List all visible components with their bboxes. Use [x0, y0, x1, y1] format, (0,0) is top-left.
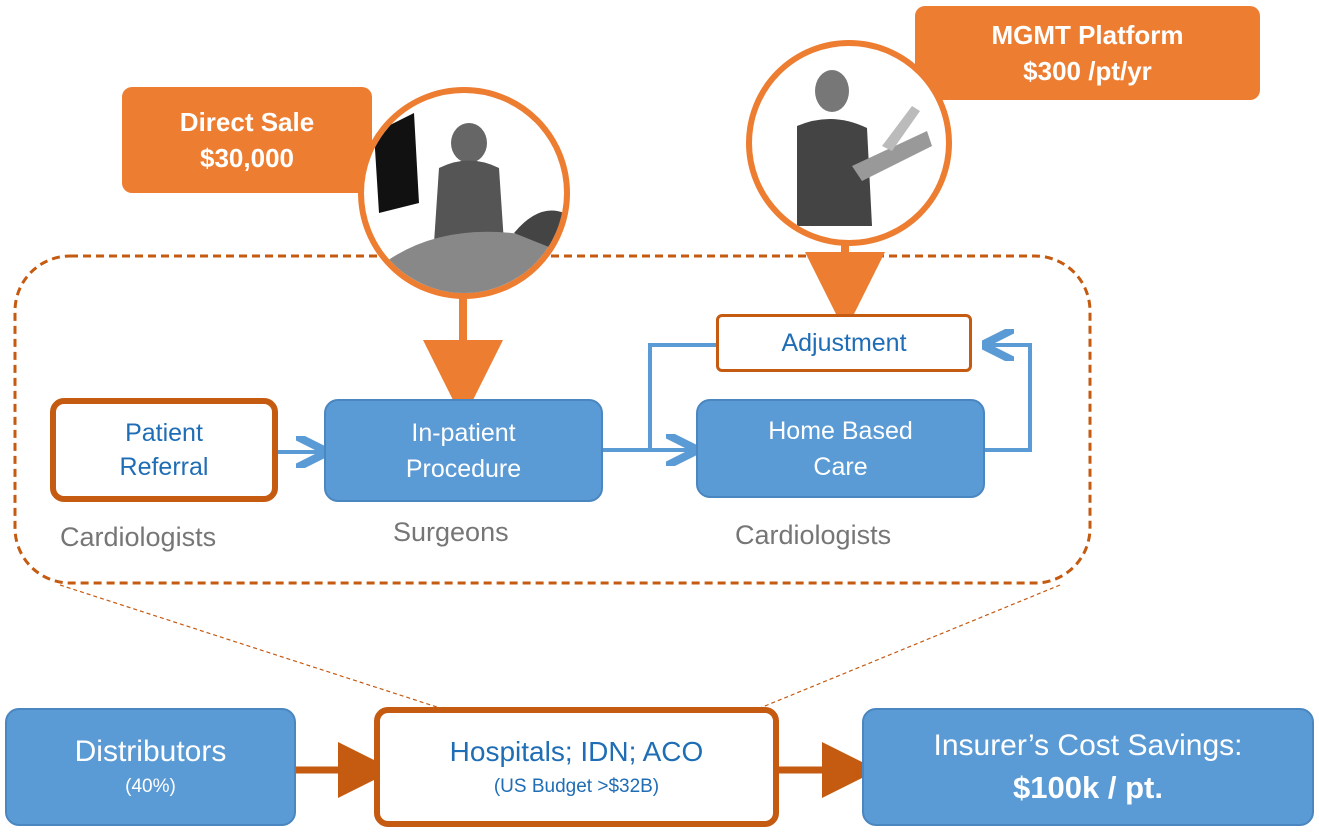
care-to-adjustment-arrow — [985, 345, 1032, 452]
workflow-boundary — [13, 254, 1092, 585]
hospitals-budget: (US Budget >$32B) — [493, 776, 660, 797]
inpatient-procedure-line1: In-patient — [411, 418, 516, 447]
mgmt-platform-title: MGMT Platform — [991, 20, 1184, 50]
adjustment-label: Adjustment — [781, 328, 907, 357]
home-based-care-line1: Home Based — [768, 416, 913, 445]
zoom-line-left — [59, 584, 441, 709]
distributors-box: Distributors (40%) — [5, 708, 296, 826]
inpatient-procedure-role: Surgeons — [393, 517, 509, 547]
insurer-savings-value: $100k / pt. — [1013, 770, 1163, 805]
inpatient-procedure-box: In-patient Procedure — [324, 399, 603, 502]
home-based-care-line2: Care — [813, 452, 868, 481]
distributors-title: Distributors — [74, 735, 227, 768]
inpatient-procedure-line2: Procedure — [405, 454, 522, 483]
hospitals-box: Hospitals; IDN; ACO (US Budget >$32B) — [374, 707, 779, 827]
mgmt-platform-callout: MGMT Platform $300 /pt/yr — [915, 6, 1260, 100]
doctor-photo — [746, 40, 952, 246]
insurer-savings-title: Insurer’s Cost Savings: — [933, 729, 1243, 762]
hospitals-title: Hospitals; IDN; ACO — [449, 736, 704, 767]
patient-referral-role: Cardiologists — [60, 522, 217, 552]
adjustment-to-flow-line — [648, 343, 716, 450]
direct-sale-callout: Direct Sale $30,000 — [122, 87, 372, 193]
direct-sale-price: $30,000 — [200, 143, 294, 173]
patient-referral-line1: Patient — [125, 419, 203, 447]
zoom-line-right — [759, 584, 1061, 709]
patient-referral-line2: Referral — [119, 453, 209, 481]
home-based-care-role: Cardiologists — [735, 520, 892, 550]
direct-sale-title: Direct Sale — [179, 107, 315, 137]
insurer-savings-box: Insurer’s Cost Savings: $100k / pt. — [862, 708, 1314, 826]
surgeon-photo — [358, 87, 570, 299]
home-based-care-box: Home Based Care — [696, 399, 985, 498]
mgmt-platform-price: $300 /pt/yr — [1023, 56, 1152, 86]
distributors-share: (40%) — [125, 776, 176, 797]
adjustment-box: Adjustment — [716, 314, 972, 372]
patient-referral-box: Patient Referral — [50, 398, 278, 502]
